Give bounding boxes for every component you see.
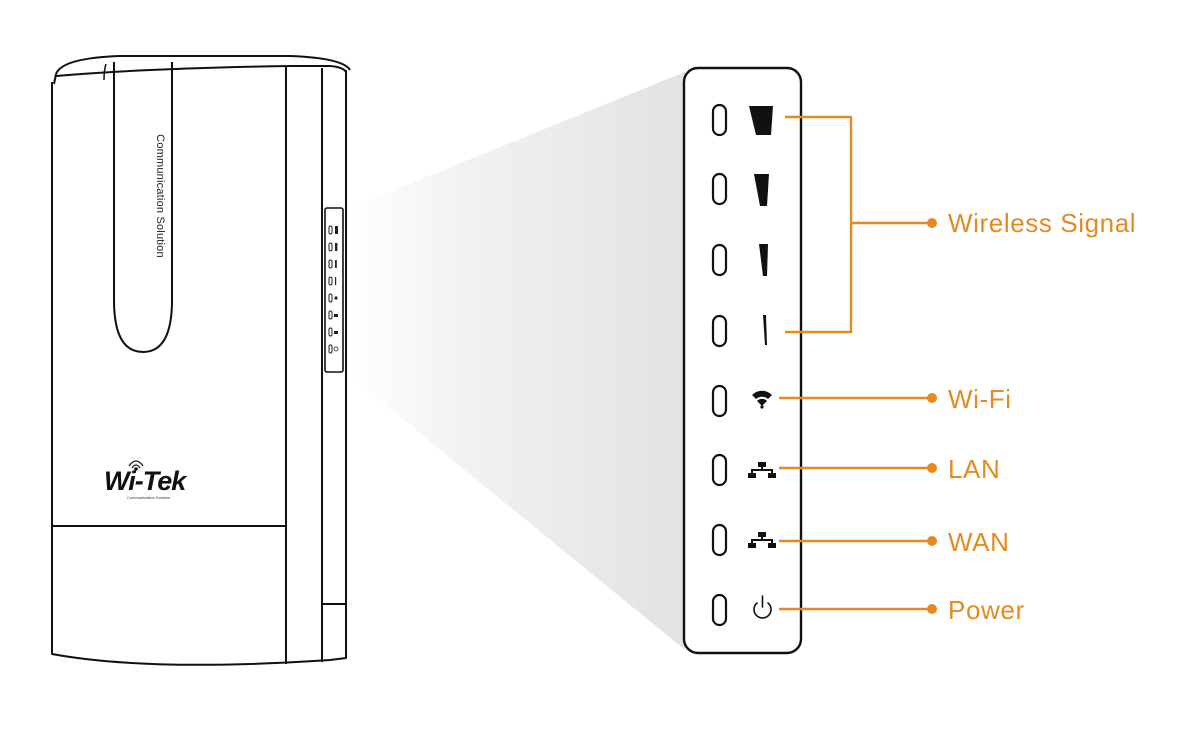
brand-logo-subtitle: Communication Solution	[127, 495, 171, 500]
device-body	[51, 55, 351, 666]
zoom-beam	[345, 72, 685, 650]
led-signal-2	[711, 243, 728, 277]
label-wifi: Wi-Fi	[948, 384, 1012, 414]
led-panel	[682, 66, 803, 655]
signal-bar-4-icon	[749, 106, 773, 135]
led-power	[711, 593, 728, 627]
logo-signal-mark	[128, 460, 144, 471]
led-lan	[711, 453, 728, 487]
led-signal-4	[711, 103, 728, 137]
callout-lines	[779, 115, 932, 611]
signal-bar-3-icon	[754, 174, 769, 206]
signal-bar-1-icon	[763, 315, 767, 345]
label-wan: WAN	[948, 527, 1010, 557]
led-signal-3	[711, 172, 728, 206]
wifi-dot	[927, 393, 937, 403]
led-signal-1	[711, 314, 728, 348]
led-wan	[711, 523, 728, 557]
device-led-strip	[324, 207, 344, 373]
lan-network-icon	[748, 462, 776, 478]
wan-network-icon	[748, 532, 776, 548]
power-dot	[927, 604, 937, 614]
wifi-icon	[752, 390, 772, 409]
label-power: Power	[948, 595, 1025, 625]
wan-dot	[927, 536, 937, 546]
led-wifi	[711, 384, 728, 418]
brand-logo: Wi-Tek	[104, 466, 186, 496]
label-lan: LAN	[948, 454, 1001, 484]
wireless-signal-bracket	[785, 115, 853, 334]
led-pills	[711, 103, 728, 627]
label-wireless-signal: Wireless Signal	[948, 208, 1137, 238]
signal-bar-2-icon	[759, 244, 768, 276]
lan-dot	[927, 463, 937, 473]
power-icon	[753, 595, 772, 619]
wireless-signal-dot	[927, 218, 937, 228]
device-vertical-text: Communication Solution	[154, 134, 166, 258]
